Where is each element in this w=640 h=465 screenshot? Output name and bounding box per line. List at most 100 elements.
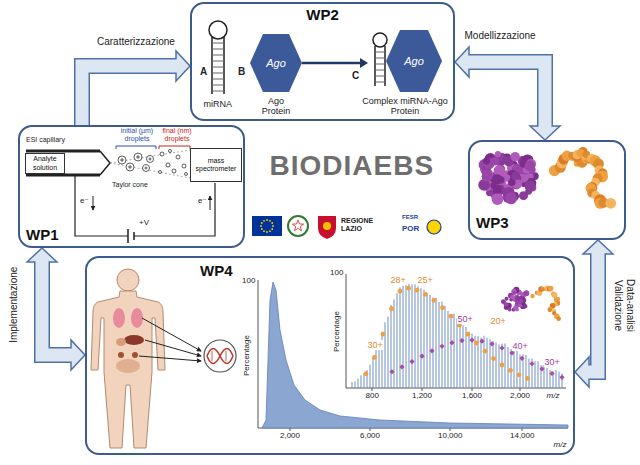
complex-hexagon: Ago [368,28,442,94]
charge-state-diamond [469,337,474,342]
arrow-body [467,62,545,128]
eu-flag [252,216,282,236]
tick-label: 2,000 [280,431,300,440]
charge-state-diamond [549,371,554,376]
battery-symbol [128,229,134,243]
star [266,219,268,221]
star [271,228,273,230]
charge-state-diamond [439,344,444,349]
tick-label: 800 [366,391,379,400]
charge-state-dot [372,355,377,360]
panel-letter: A [200,66,207,78]
charge-state-diamond [479,339,484,344]
star [263,230,265,232]
solution-box: Analyte solution [25,153,65,173]
protein-atom [497,176,504,183]
star [269,220,271,222]
rna-rungs [212,351,226,361]
protein-atom [511,171,519,179]
lung [131,308,143,328]
inset-axes [346,274,566,388]
protein-atom [548,286,553,291]
node-label: Analyte solution [26,155,64,171]
circuit-wire [75,176,215,236]
charge-state-dot [508,368,513,373]
connector-label: Caratterizzazione [97,36,175,48]
sample-arrow [145,340,201,356]
sample-arrow [142,318,201,351]
sample-arrow [139,356,201,361]
por-emblem [427,220,441,234]
protein-atom [523,290,529,296]
droplet [176,155,180,159]
connector-label: Implementazione [8,267,20,343]
panel-letter: C [352,70,359,82]
logo-text: REGIONE LAZIO [341,217,381,233]
panel-letter: B [238,66,245,78]
lung [113,308,125,328]
instrument-box: mass spectrometer [190,148,242,182]
taylor-cone [100,151,110,175]
stomach [116,338,126,346]
chart-axes [258,280,568,428]
star [260,225,262,227]
node-label: Ago [266,57,286,70]
electron-arrow [210,196,211,210]
part-label: final (nm) droplets [157,127,197,143]
mirna-loop [209,21,227,39]
protein-atom [482,171,492,181]
arrowhead [27,248,57,262]
spectrum-peaks [352,283,562,388]
inset-spectrum [352,283,565,388]
charge-state-diamond [389,369,394,374]
protein-atom [577,160,583,166]
protein-atom [556,316,561,321]
protein-atom [548,307,553,312]
charge-state-dot [364,371,369,376]
charge-state-label: 30+ [367,340,384,350]
protein-atom [515,296,520,301]
kidney [132,352,138,358]
star [272,225,274,227]
charge-state-dot [423,292,428,297]
protein-atom [504,174,510,180]
charge-state-diamond [409,359,414,364]
part-label: ESI capillary [26,136,65,144]
mirna-rungs [375,52,385,82]
charge-state-diamond [429,348,434,353]
protein-atom [513,305,518,310]
charge-state-diamond [529,361,534,366]
molecule-label: miRNA [204,99,233,109]
droplet-bracket [159,146,190,149]
axis-ticks [290,428,522,431]
charge-state-label: 50+ [457,314,474,324]
charge-state-dot [406,286,411,291]
connector-label: Modellizzazione [465,30,536,42]
protein-hexagon: Ago [250,34,302,92]
axis-label: 100 [242,276,255,285]
mirna-stem [212,37,224,94]
inset-ticks [372,388,520,391]
protein-atom [508,308,512,312]
droplets [118,150,188,176]
package-title: WP2 [192,6,453,23]
charge-state-diamond [459,338,464,343]
charge-state-diamond [399,364,404,369]
charge-state-dot [449,314,454,319]
rna-icon [204,340,236,372]
arrow-body [587,252,598,372]
protein-atom [493,185,502,194]
italy-star [292,220,303,231]
mirna-rungs [212,43,224,91]
logo-text: FESR [402,214,418,221]
hexagon-outline [250,34,302,92]
charge-state-label: 30+ [544,357,561,367]
block-arrow [27,248,85,370]
axis-title: Percentage [241,335,250,376]
protein-atom [491,157,500,166]
signal-label: +V [139,218,149,227]
charge-state-diamond [559,375,564,380]
charge-state-dot [525,376,530,381]
